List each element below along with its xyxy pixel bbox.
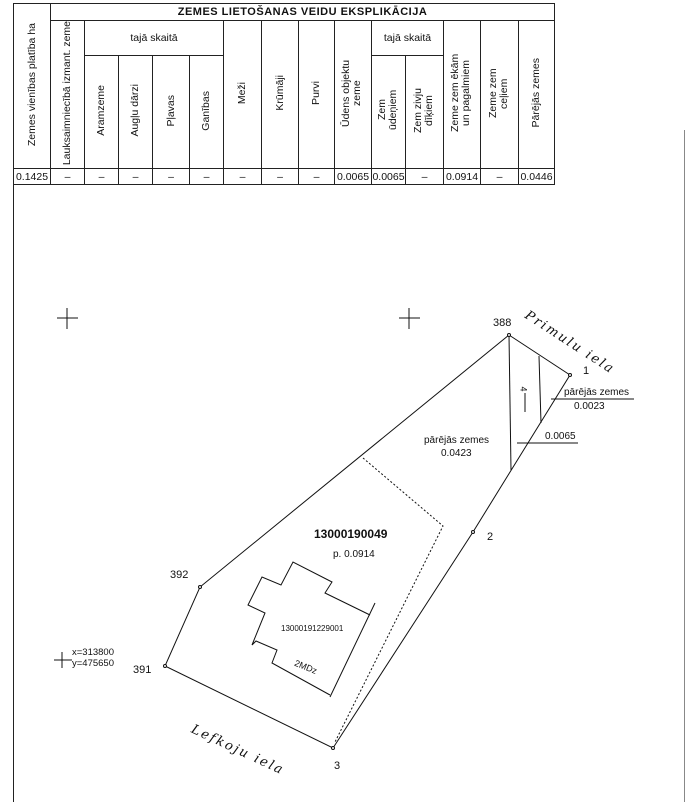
coord-x: x=313800 xyxy=(72,647,114,658)
grid-cross xyxy=(57,308,78,329)
table-row: 0.1425 – – – – – – – – 0.0065 0.0065 – 0… xyxy=(13,168,555,186)
header-arable: Aramzeme xyxy=(84,54,119,170)
cell-value: 0.0446 xyxy=(518,168,555,186)
cell-value: 0.0065 xyxy=(371,168,406,186)
table-title: ZEMES LIETOŠANAS VEIDU EKSPLIKĀCIJA xyxy=(50,3,555,21)
other-land-value: 0.0023 xyxy=(574,401,605,412)
header-pastures: Ganības xyxy=(189,54,224,170)
parcel-area: p. 0.0914 xyxy=(333,549,375,560)
frame-left-border xyxy=(13,3,14,802)
header-swamps: Purvi xyxy=(298,19,335,170)
point-label-3: 3 xyxy=(334,760,341,772)
building-outline xyxy=(247,561,371,696)
header-buildings: Zeme zem ēkām un pagalmiem xyxy=(443,19,481,170)
parcel-boundary xyxy=(164,334,571,749)
point-label-391: 391 xyxy=(133,664,152,676)
building-wall xyxy=(329,602,376,698)
frame-right-border xyxy=(684,130,685,802)
yard-dotted-boundary xyxy=(334,457,444,743)
parcel-id: 13000190049 xyxy=(314,527,388,541)
cell-value: 0.1425 xyxy=(13,168,51,186)
cell-value: 0.0914 xyxy=(443,168,481,186)
coord-cross xyxy=(54,652,72,668)
grid-cross xyxy=(399,308,420,329)
water-boundary-line xyxy=(508,334,512,471)
point-label-2: 2 xyxy=(487,531,494,543)
cell-value: 0.0065 xyxy=(334,168,372,186)
header-other: Pārējās zemes xyxy=(518,19,555,170)
cell-value: – xyxy=(189,168,224,186)
cell-value: – xyxy=(118,168,153,186)
header-forest: Meži xyxy=(223,19,262,170)
other-land-value: 0.0423 xyxy=(441,448,472,459)
other-land-boundary-line xyxy=(538,355,542,424)
water-area-value: 0.0065 xyxy=(545,431,576,442)
water-marker: 4 xyxy=(518,386,529,392)
other-land-label: pārējās zemes xyxy=(424,435,490,446)
header-fish-ponds: Zem zivju dīķiem xyxy=(405,54,444,170)
other-land-label: pārējās zemes xyxy=(564,387,630,398)
survey-points xyxy=(163,333,572,750)
header-under-water: Zem ūdeņiem xyxy=(371,54,406,170)
land-use-table: Zemes vienības platība ha ZEMES LIETOŠAN… xyxy=(13,2,555,186)
building-id: 13000191229001 xyxy=(281,624,344,633)
coord-y: y=475650 xyxy=(72,658,114,669)
point-label-392: 392 xyxy=(170,569,189,581)
point-label-1: 1 xyxy=(583,365,590,377)
point-label-388: 388 xyxy=(493,317,512,329)
